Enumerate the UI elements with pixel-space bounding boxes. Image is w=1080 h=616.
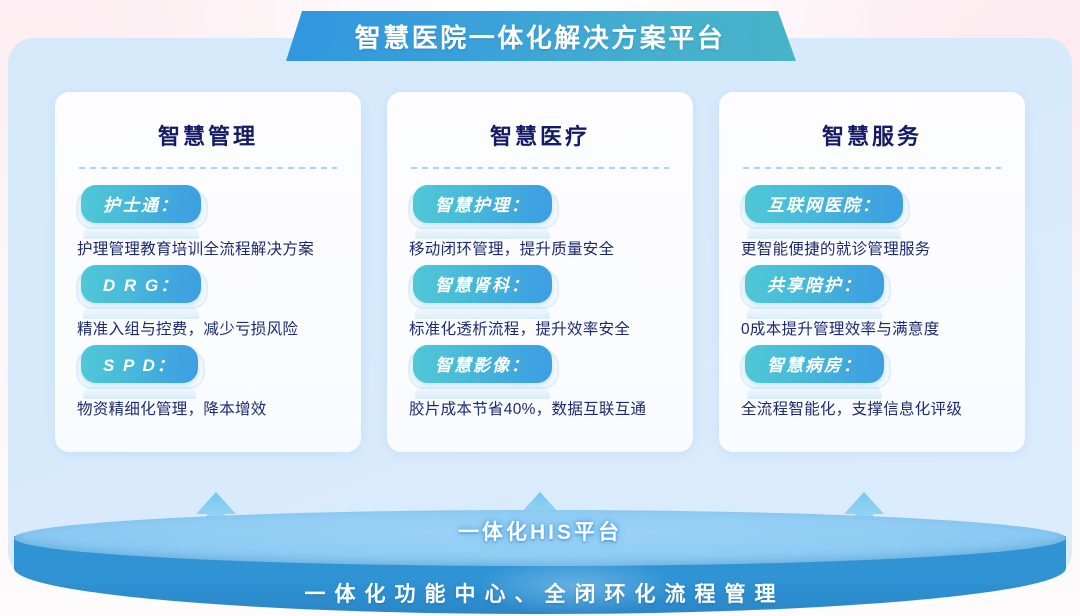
platform-band-label: 一体化功能中心、全闭环化流程管理 [304,583,785,606]
list-item[interactable]: 互联网医院： 更智能便捷的就诊管理服务 [739,185,1005,259]
platform-top-label: 一体化HIS平台 [457,521,622,544]
item-description: 全流程智能化，支撑信息化评级 [741,401,963,418]
column-title: 智慧服务 [821,124,922,149]
item-badge: S P D： [81,345,198,383]
item-description: 胶片成本节省40%，数据互联互通 [409,401,647,418]
column-items: 护士通： 护理管理教育培训全流程解决方案 D R G： 精准入组与控费，减少亏损… [75,185,341,419]
item-description: 物资精细化管理，降本增效 [77,401,267,418]
item-badge: 智慧病房： [745,345,884,383]
column-card-management[interactable]: 智慧管理 护士通： 护理管理教育培训全流程解决方案 D R G： 精准入组与控费… [55,92,361,452]
badge-wrapper: D R G： [76,265,209,319]
title-divider [79,167,337,169]
item-description: 护理管理教育培训全流程解决方案 [77,241,315,258]
badge-wrapper: 互联网医院： [740,185,910,239]
item-badge: 互联网医院： [745,185,903,223]
badge-wrapper: 智慧肾科： [408,265,559,319]
list-item[interactable]: 智慧护理： 移动闭环管理，提升质量安全 [407,185,673,259]
column-card-service[interactable]: 智慧服务 互联网医院： 更智能便捷的就诊管理服务 共享陪护： 0成本提升管理效率… [719,92,1025,452]
item-description: 精准入组与控费，减少亏损风险 [77,321,299,338]
title-divider [411,167,669,169]
list-item[interactable]: 护士通： 护理管理教育培训全流程解决方案 [75,185,341,259]
platform-cylinder-top [14,510,1066,566]
item-badge: D R G： [81,265,202,303]
column-items: 互联网医院： 更智能便捷的就诊管理服务 共享陪护： 0成本提升管理效率与满意度 … [739,185,1005,419]
item-badge: 护士通： [81,185,201,223]
list-item[interactable]: S P D： 物资精细化管理，降本增效 [75,345,341,419]
badge-wrapper: 智慧影像： [408,345,559,399]
column-items: 智慧护理： 移动闭环管理，提升质量安全 智慧肾科： 标准化透析流程，提升效率安全… [407,185,673,419]
his-platform-base: 一体化HIS平台 一体化功能中心、全闭环化流程管理 [0,504,1080,616]
list-item[interactable]: 智慧影像： 胶片成本节省40%，数据互联互通 [407,345,673,419]
list-item[interactable]: 智慧病房： 全流程智能化，支撑信息化评级 [739,345,1005,419]
column-title: 智慧医疗 [489,124,590,149]
title-divider [743,167,1001,169]
badge-wrapper: 共享陪护： [740,265,891,319]
item-badge: 智慧护理： [413,185,552,223]
item-description: 移动闭环管理，提升质量安全 [409,241,615,258]
list-item[interactable]: 共享陪护： 0成本提升管理效率与满意度 [739,265,1005,339]
list-item[interactable]: D R G： 精准入组与控费，减少亏损风险 [75,265,341,339]
item-badge: 智慧肾科： [413,265,552,303]
badge-wrapper: S P D： [76,345,205,399]
item-badge: 智慧影像： [413,345,552,383]
badge-wrapper: 智慧护理： [408,185,559,239]
item-badge: 共享陪护： [745,265,884,303]
badge-wrapper: 智慧病房： [740,345,891,399]
list-item[interactable]: 智慧肾科： 标准化透析流程，提升效率安全 [407,265,673,339]
column-card-medical[interactable]: 智慧医疗 智慧护理： 移动闭环管理，提升质量安全 智慧肾科： 标准化透析流程，提… [387,92,693,452]
item-description: 0成本提升管理效率与满意度 [741,321,940,338]
title-banner: 智慧医院一体化解决方案平台 [286,11,796,61]
badge-wrapper: 护士通： [76,185,208,239]
item-description: 更智能便捷的就诊管理服务 [741,241,931,258]
page-title: 智慧医院一体化解决方案平台 [354,22,726,53]
column-title: 智慧管理 [157,124,258,149]
item-description: 标准化透析流程，提升效率安全 [409,321,631,338]
solution-columns: 智慧管理 护士通： 护理管理教育培训全流程解决方案 D R G： 精准入组与控费… [0,92,1080,454]
